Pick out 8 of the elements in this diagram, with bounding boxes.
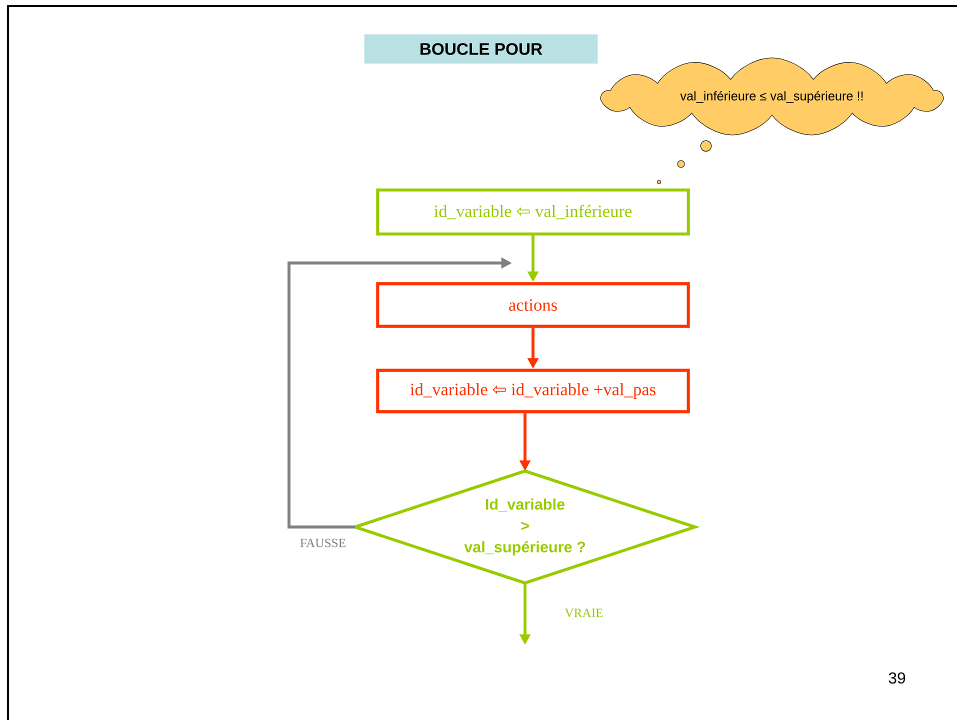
title-box: BOUCLE POUR	[364, 34, 598, 64]
page-number: 39	[888, 672, 906, 684]
edge-label: FAUSSE	[298, 537, 348, 549]
process-box: actions	[376, 282, 690, 328]
edge-label: VRAIE	[563, 607, 605, 619]
process-box: id_variable ⇦ id_variable +val_pas	[376, 368, 690, 414]
thought-cloud: val_inférieure ≤ val_supérieure !!	[600, 58, 944, 184]
process-box: id_variable ⇦ val_inférieure	[376, 188, 690, 236]
